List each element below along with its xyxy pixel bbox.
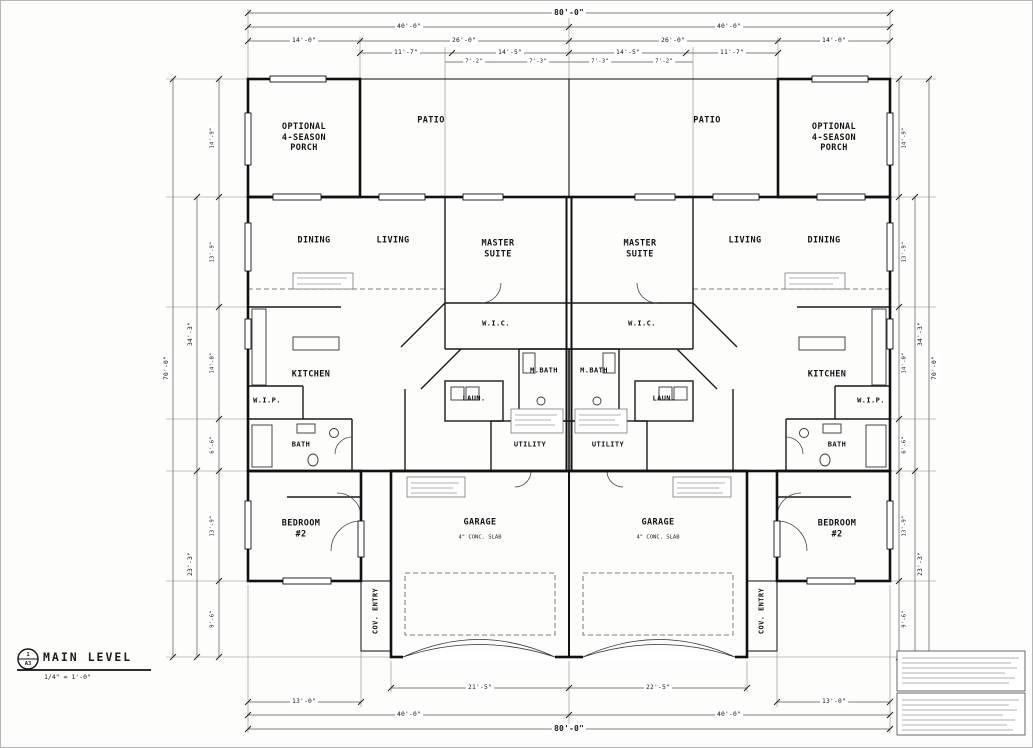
window [886, 112, 894, 166]
kitchen-island-right [798, 336, 846, 351]
detail-number: 1 [26, 652, 30, 658]
mbath-sink-left [536, 396, 546, 406]
window [634, 193, 676, 201]
bath-sink-right [822, 423, 842, 434]
bathtub-right [865, 424, 887, 468]
title-block-linework [17, 648, 151, 671]
notes-text-lines [902, 657, 1019, 731]
party-wall [565, 197, 573, 657]
notes-blocks [896, 650, 1026, 736]
mbath-sink-right [592, 396, 602, 406]
garage-doors [402, 639, 736, 661]
washer-left [450, 386, 465, 401]
bathtub-left [251, 424, 273, 468]
bath-sink-left [296, 423, 316, 434]
sink-bowl-left [329, 428, 339, 438]
window [269, 75, 327, 83]
window [244, 112, 252, 166]
door-arcs [330, 282, 808, 552]
patio-outline-right [568, 78, 779, 198]
washer-right [673, 386, 688, 401]
dryer-right [658, 386, 673, 401]
windows [244, 75, 894, 585]
window [282, 577, 332, 585]
window [244, 318, 252, 350]
plan-title: MAIN LEVEL [43, 650, 133, 664]
notes-box-2 [896, 692, 1026, 736]
window [886, 318, 894, 350]
window [244, 222, 252, 272]
porch-outline-left [246, 77, 362, 199]
fixtures [251, 308, 887, 468]
storage-truss-outline-right [582, 572, 734, 636]
cov-entry-outline-right [746, 580, 778, 652]
plan-scale: 1/4" = 1'-0" [44, 673, 91, 681]
notes-box-1 [896, 650, 1026, 692]
dryer-left [465, 386, 480, 401]
dimension-lines [172, 12, 930, 730]
tick-marks [169, 9, 933, 733]
window [886, 222, 894, 272]
mini-note-text-lines [297, 277, 839, 494]
window [816, 193, 866, 201]
mini-note-boxes [292, 272, 846, 498]
porch-outline-right [776, 77, 892, 199]
window [886, 500, 894, 550]
walls-interior [248, 197, 890, 498]
extension-lines [166, 9, 936, 733]
sink-bowl-right [799, 428, 809, 438]
patio-outline-left [359, 78, 570, 198]
storage-truss-outline-left [404, 572, 556, 636]
toilet-right [819, 453, 831, 467]
window [462, 193, 504, 201]
window [806, 577, 856, 585]
shower-left [522, 352, 536, 374]
window [811, 75, 869, 83]
kitchen-counter-right [871, 308, 887, 386]
sheet-number: A3 [24, 661, 32, 667]
shower-right [602, 352, 616, 374]
front-door-right [773, 520, 781, 558]
patio-door-left [378, 193, 426, 201]
window [272, 193, 322, 201]
toilet-left [307, 453, 319, 467]
kitchen-island-left [292, 336, 340, 351]
window [244, 500, 252, 550]
kitchen-counter-left [251, 308, 267, 386]
cov-entry-outline-left [360, 580, 392, 652]
front-door-left [357, 520, 365, 558]
patio-door-right [712, 193, 760, 201]
